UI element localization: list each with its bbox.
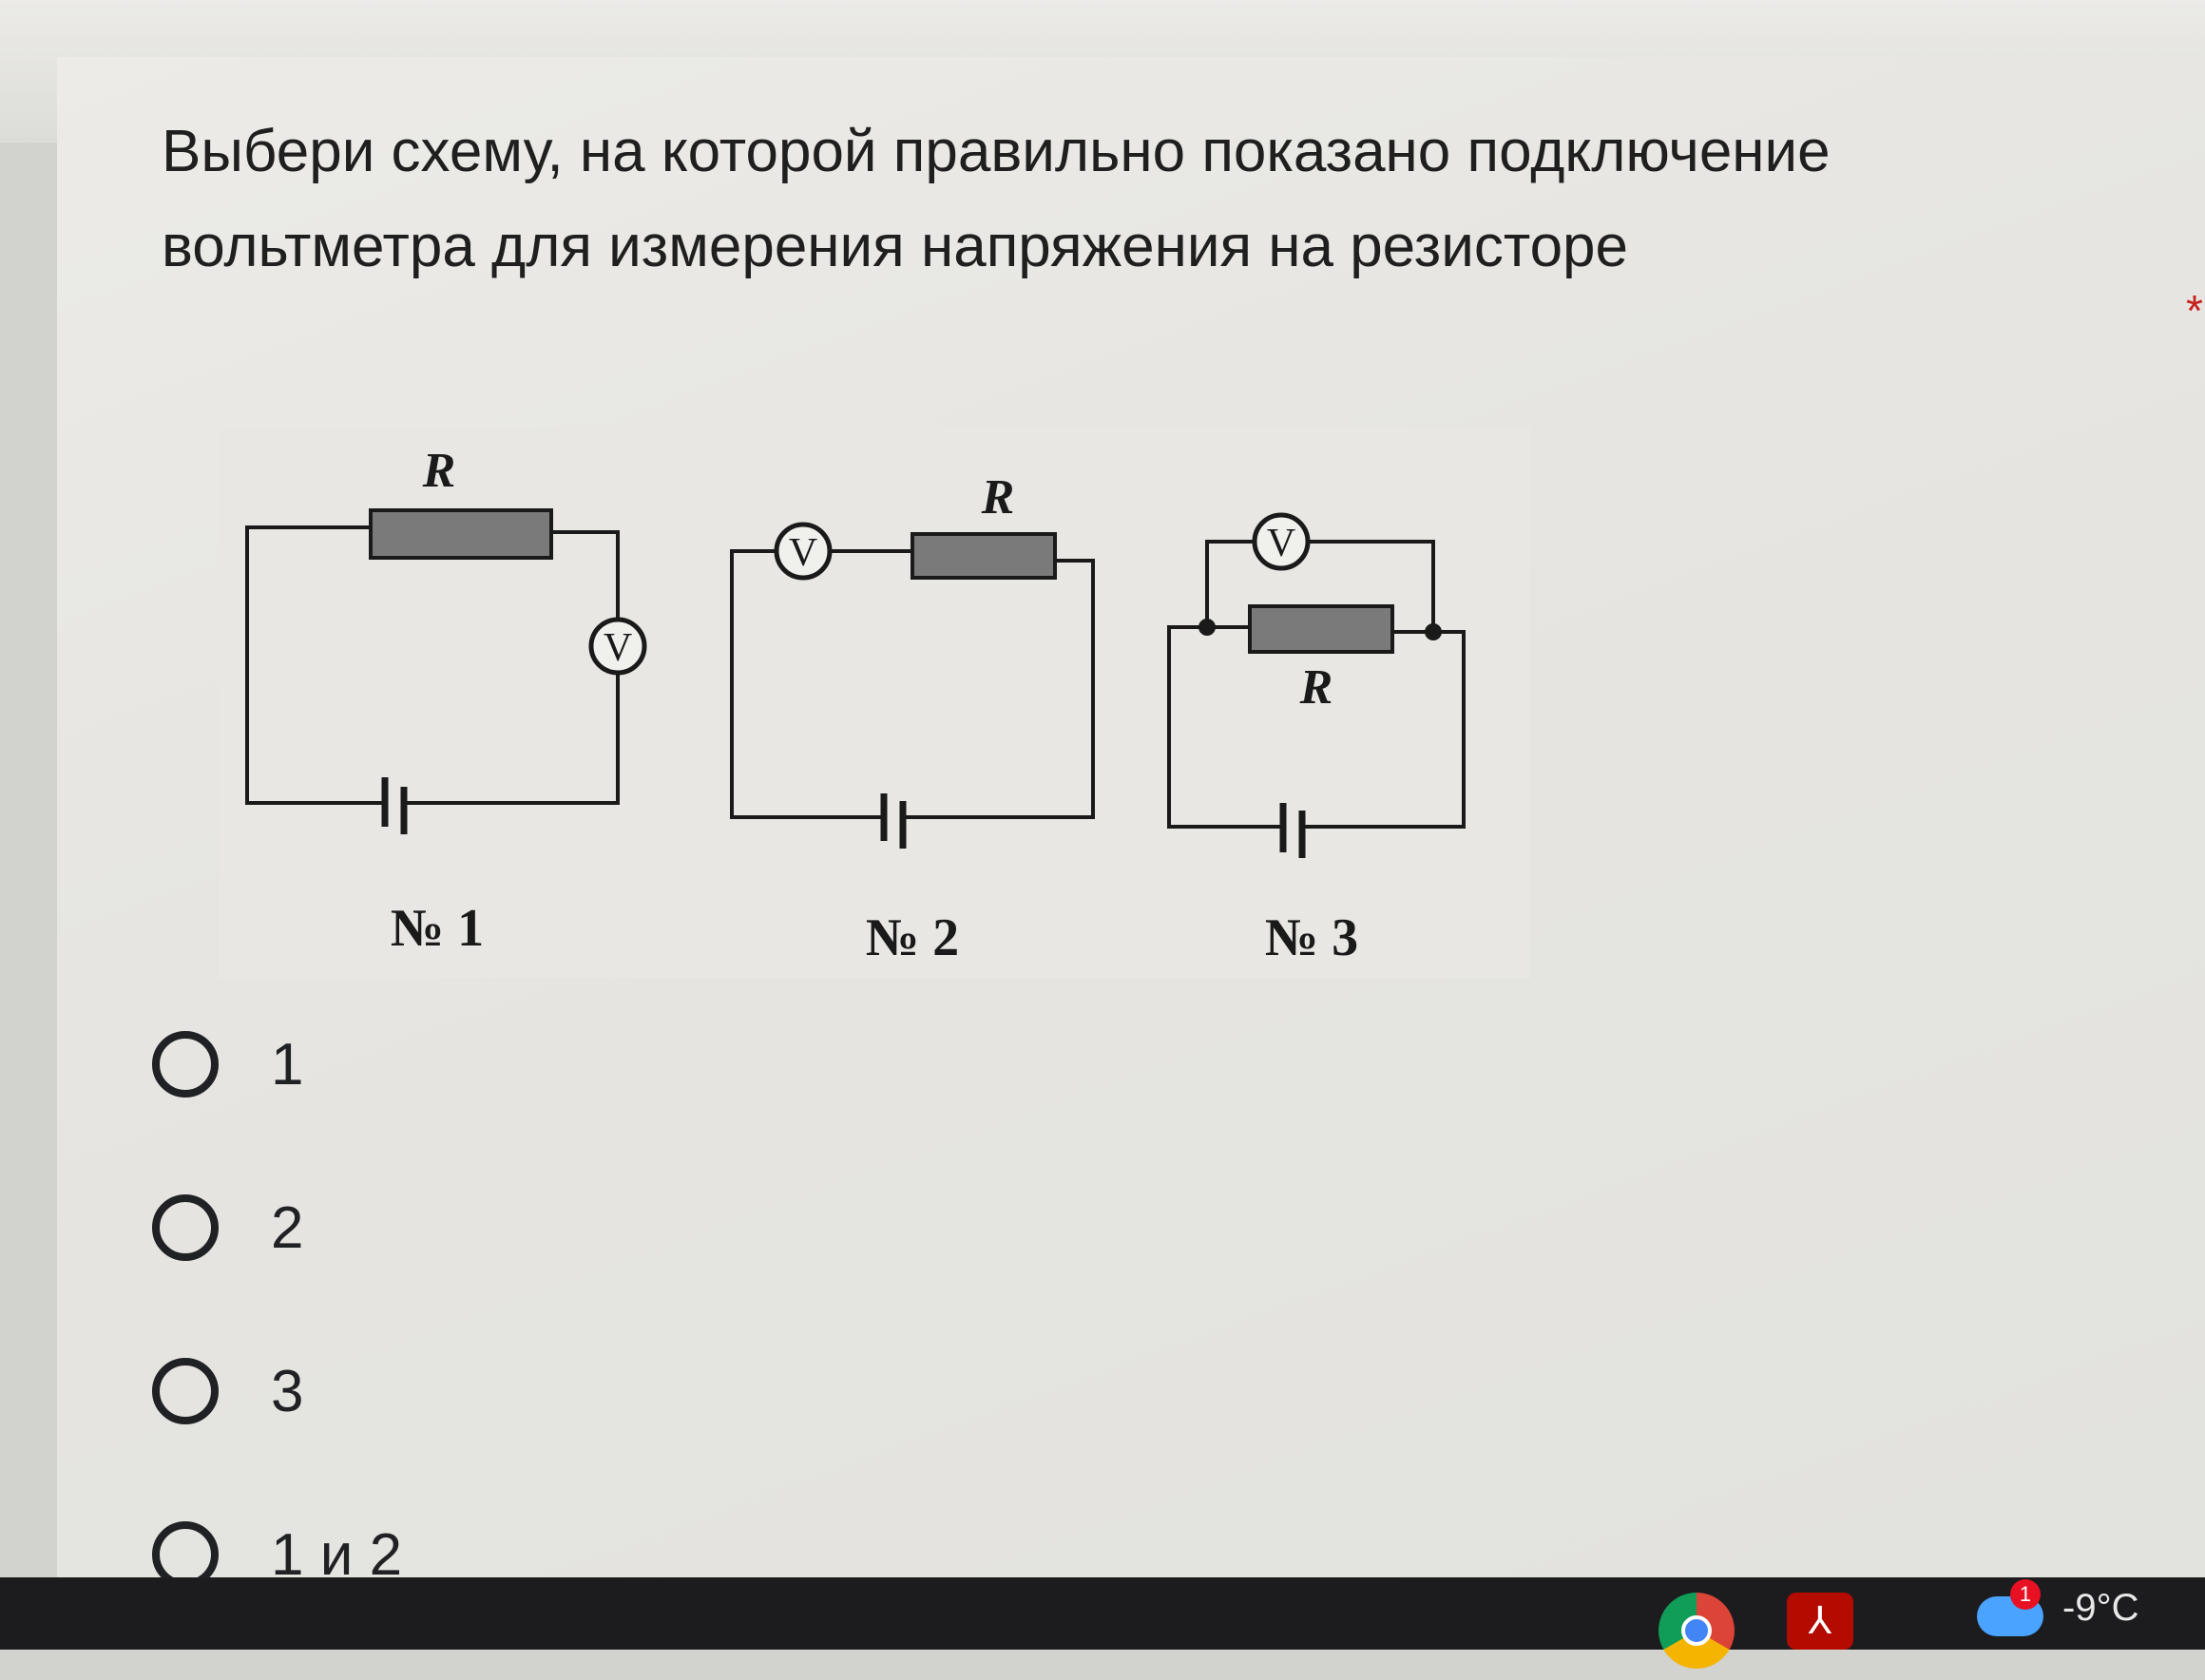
weather-notification-badge: 1 <box>2010 1579 2041 1610</box>
circuit-2-wire-right <box>903 559 1095 819</box>
temperature-readout[interactable]: -9°C <box>2062 1587 2139 1629</box>
radio-button-1[interactable] <box>152 1031 219 1098</box>
circuit-2-number-label: № 2 <box>866 908 959 967</box>
circuit-3-voltmeter-wire-left <box>1205 540 1255 627</box>
option-1[interactable]: 1 <box>152 1026 912 1102</box>
chrome-icon[interactable] <box>1659 1593 1735 1669</box>
windows-taskbar <box>0 1577 2205 1650</box>
circuit-1-wire-right-top <box>551 530 620 620</box>
required-asterisk: * <box>2186 286 2203 335</box>
option-2[interactable]: 2 <box>152 1190 912 1266</box>
circuit-1-wire-left <box>245 525 385 805</box>
circuit-3 <box>1167 512 1466 858</box>
option-1-and-2[interactable]: 1 и 2 <box>152 1517 912 1593</box>
circuit-2-resistor <box>911 532 1057 580</box>
circuit-2-voltmeter <box>774 522 833 581</box>
circuit-1-resistor <box>369 508 553 560</box>
option-3[interactable]: 3 <box>152 1353 912 1429</box>
circuit-3-voltmeter-label: V <box>1267 522 1295 565</box>
circuit-diagram-image: R V № 1 R V № 2 R <box>219 428 1530 979</box>
circuit-3-resistor-label: R <box>1299 660 1333 715</box>
circuit-3-voltmeter <box>1252 512 1311 571</box>
circuit-1-wire-bottom-right <box>404 673 620 805</box>
circuit-1-voltmeter-label: V <box>604 626 632 670</box>
circuit-3-junction-left <box>1198 619 1216 636</box>
option-label-1: 1 <box>271 1031 304 1098</box>
circuit-3-number-label: № 3 <box>1265 908 1358 967</box>
option-label-1-and-2: 1 и 2 <box>271 1521 403 1588</box>
circuit-1-resistor-label: R <box>422 444 456 498</box>
option-label-2: 2 <box>271 1194 304 1261</box>
circuit-2-wire-left <box>730 549 884 819</box>
circuit-2-voltmeter-label: V <box>789 531 817 575</box>
acrobat-icon[interactable]: ⅄ <box>1787 1593 1853 1650</box>
circuit-3-voltmeter-wire-right <box>1308 540 1435 632</box>
circuit-1 <box>245 508 647 834</box>
answer-options: 1 2 3 1 и 2 <box>152 1026 912 1680</box>
option-label-3: 3 <box>271 1358 304 1424</box>
circuit-2 <box>730 522 1095 849</box>
circuit-3-junction-right <box>1425 623 1442 640</box>
circuit-1-voltmeter <box>588 617 647 676</box>
circuit-2-resistor-label: R <box>981 470 1015 525</box>
circuit-diagrams-svg: R V № 1 R V № 2 R <box>219 428 1530 979</box>
circuit-1-number-label: № 1 <box>391 899 484 958</box>
circuit-3-resistor <box>1248 604 1394 654</box>
radio-button-2[interactable] <box>152 1194 219 1261</box>
circuit-3-wire-left <box>1167 625 1283 829</box>
radio-button-3[interactable] <box>152 1358 219 1424</box>
question-text: Выбери схему, на которой правильно показ… <box>162 119 1831 279</box>
